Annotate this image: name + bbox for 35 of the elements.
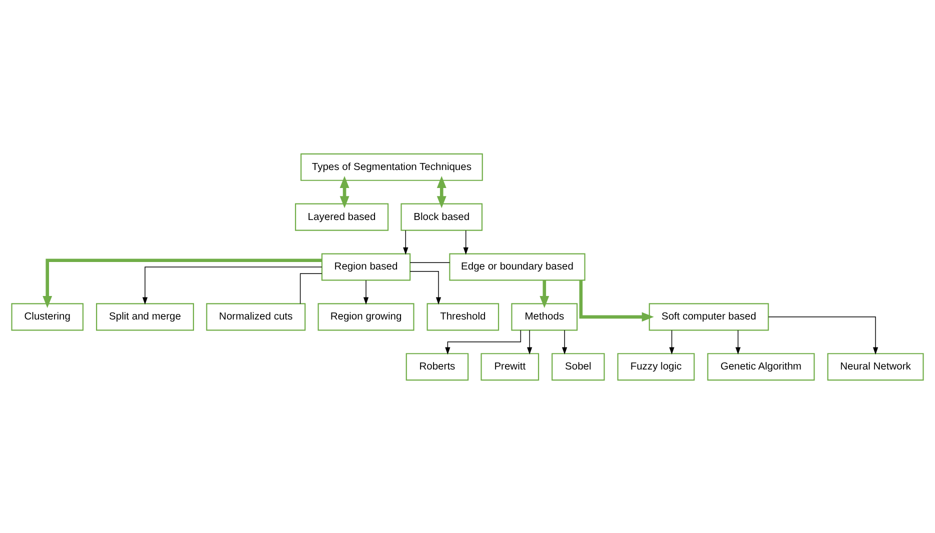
arrow — [410, 270, 442, 304]
node-box: Prewitt — [480, 352, 540, 380]
node-box: Fuzzy logic — [617, 352, 695, 380]
node-box: Sobel — [552, 352, 605, 380]
node-box: Region growing — [318, 302, 414, 330]
node-box: Split and merge — [96, 302, 194, 330]
node-box: Normalized cuts — [206, 302, 306, 330]
arrow — [579, 280, 654, 322]
arrow — [42, 258, 322, 308]
node-box: Methods — [511, 302, 578, 330]
node-box: Roberts — [406, 352, 469, 380]
node-box: Genetic Algorithm — [707, 352, 815, 380]
arrow — [527, 329, 532, 354]
node-box: Region based — [321, 252, 411, 280]
node-box: Types of Segmentation Techniques — [300, 152, 483, 180]
arrow — [403, 230, 408, 254]
connector — [300, 272, 322, 304]
node-box: Block based — [400, 202, 483, 230]
arrow — [669, 329, 674, 354]
arrow — [142, 266, 322, 304]
arrow — [463, 230, 468, 254]
node-box: Neural Network — [827, 352, 924, 380]
arrow — [562, 329, 568, 354]
arrow — [768, 316, 878, 354]
node-box: Soft computer based — [648, 302, 769, 330]
node-box: Clustering — [11, 302, 84, 330]
arrow — [340, 176, 350, 208]
node-box: Layered based — [294, 202, 389, 230]
node-box: Threshold — [426, 302, 500, 330]
node-box: Edge or boundary based — [449, 252, 586, 280]
arrow — [540, 280, 550, 308]
arrow — [735, 329, 741, 354]
arrow — [445, 329, 522, 354]
arrow — [363, 280, 369, 304]
arrow — [436, 176, 446, 208]
